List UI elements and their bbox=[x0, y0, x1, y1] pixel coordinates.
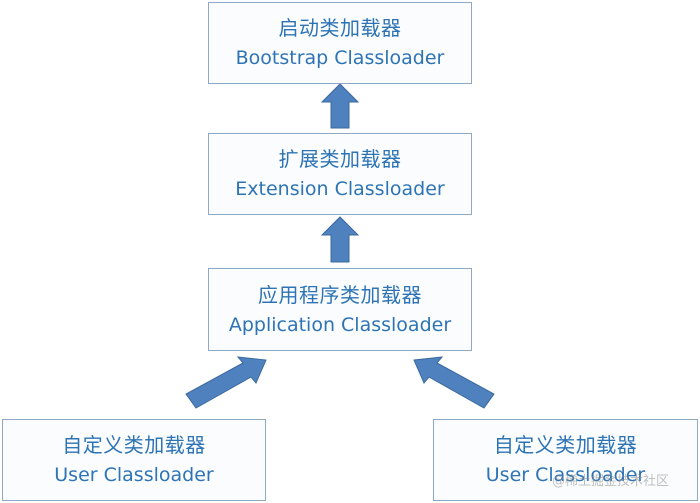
node-user-classloader-right: 自定义类加载器 User Classloader bbox=[433, 419, 698, 501]
node-bootstrap-title-en: Bootstrap Classloader bbox=[235, 47, 445, 69]
node-user-right-title-en: User Classloader bbox=[485, 464, 646, 486]
node-user-left-title-zh: 自定义类加载器 bbox=[62, 433, 206, 457]
node-user-classloader-left: 自定义类加载器 User Classloader bbox=[2, 419, 266, 501]
node-extension-title-zh: 扩展类加载器 bbox=[278, 147, 402, 171]
node-user-right-title-zh: 自定义类加载器 bbox=[493, 433, 638, 457]
node-extension-classloader: 扩展类加载器 Extension Classloader bbox=[208, 133, 472, 215]
arrow-user-left-to-application bbox=[185, 356, 267, 409]
watermark: @稀土掘金技术社区 bbox=[552, 474, 670, 489]
node-user-left-title-en: User Classloader bbox=[54, 464, 214, 486]
node-extension-title-en: Extension Classloader bbox=[235, 178, 445, 200]
node-application-title-zh: 应用程序类加载器 bbox=[258, 282, 422, 307]
arrow-application-to-extension bbox=[320, 216, 360, 263]
arrow-extension-to-bootstrap bbox=[320, 83, 360, 129]
arrow-user-right-to-application bbox=[413, 356, 495, 409]
node-application-classloader: 应用程序类加载器 Application Classloader bbox=[208, 268, 472, 351]
node-bootstrap-title-zh: 启动类加载器 bbox=[278, 16, 402, 40]
node-application-title-en: Application Classloader bbox=[228, 313, 452, 336]
node-bootstrap-classloader: 启动类加载器 Bootstrap Classloader bbox=[208, 2, 472, 84]
